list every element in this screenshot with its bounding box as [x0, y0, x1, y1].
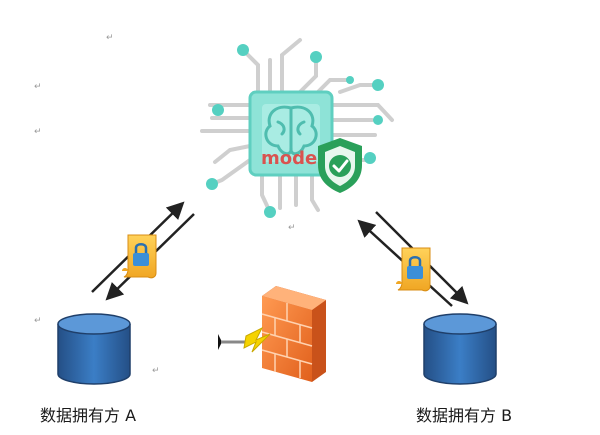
shield-check-icon: [318, 138, 362, 193]
return-mark: ↵: [34, 82, 42, 92]
database-icon: [57, 313, 131, 385]
data-owner-b-label: 数据拥有方 B: [416, 406, 513, 425]
lock-document-icon: [396, 247, 431, 292]
data-owner-a-label: 数据拥有方 A: [40, 406, 137, 425]
ai-chip-icon: [200, 38, 394, 218]
database-icon: [423, 313, 497, 385]
return-mark: ↵: [152, 366, 160, 376]
brain-icon: [264, 105, 318, 156]
return-mark: ↵: [106, 33, 114, 43]
return-mark: ↵: [34, 127, 42, 137]
firewall-icon: [261, 286, 326, 382]
return-mark: ↵: [34, 316, 42, 326]
lock-document-icon: [122, 234, 157, 279]
lightning-icon: [218, 326, 271, 353]
model-label: model: [261, 148, 323, 169]
paragraph-marks: ↵ ↵ ↵ ↵ ↵ ↵: [34, 33, 296, 376]
return-mark: ↵: [288, 223, 296, 233]
